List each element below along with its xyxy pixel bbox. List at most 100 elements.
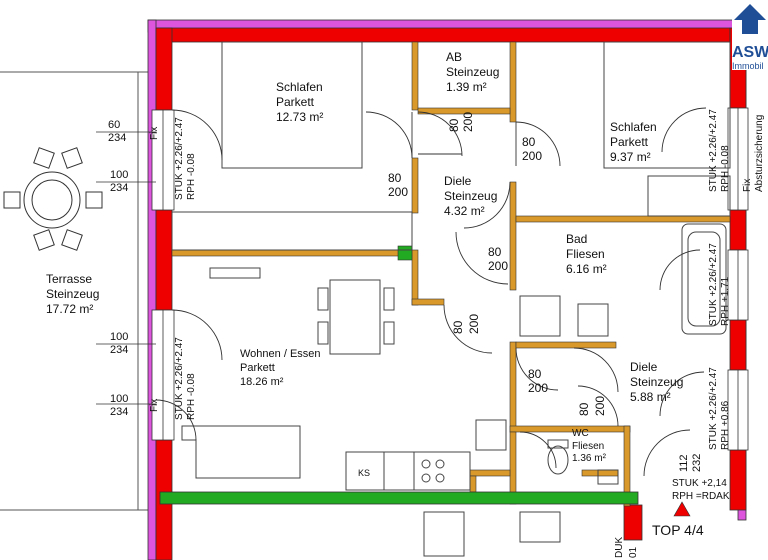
room-area: 5.88 m² xyxy=(630,390,671,404)
fix-label-2: Fix xyxy=(149,398,160,412)
room-floor: Steinzeug xyxy=(444,189,498,203)
door-height: 200 xyxy=(388,185,409,199)
door-dim-1: 80 200 xyxy=(388,172,408,198)
windows xyxy=(151,107,749,451)
window-height: 234 xyxy=(110,182,129,194)
logo-text: ASW xyxy=(732,44,768,61)
window-width: 100 xyxy=(110,169,129,181)
room-floor: Steinzeug xyxy=(630,375,684,389)
door-height: 200 xyxy=(488,259,509,273)
window-width: 100 xyxy=(110,393,129,405)
absturzsicherung-label: Absturzsicherung xyxy=(754,114,765,192)
stuk-note-1: STUK +2.26/+2.47 RPH -0.08 xyxy=(174,117,197,200)
room-name: AB xyxy=(446,50,463,64)
room-floor: Steinzeug xyxy=(46,287,100,301)
stuk-note-3: STUK +2.26/+2.47 RPH -0.08 xyxy=(708,109,731,192)
window-dim-4: 100 234 xyxy=(110,394,128,418)
room-area: 17.72 m² xyxy=(46,302,94,316)
door-width: 80 xyxy=(488,245,502,259)
door-height: 200 xyxy=(528,381,549,395)
room-ab: AB Steinzeug 1.39 m² xyxy=(446,50,499,95)
door-width: 80 xyxy=(577,402,591,416)
unit-label: TOP 4/4 xyxy=(652,522,704,538)
outer-insulation xyxy=(147,19,747,560)
stuk-value: STUK +2.26/+2.47 xyxy=(708,243,719,326)
door-height: 200 xyxy=(522,149,543,163)
room-name: Schlafen xyxy=(610,120,657,134)
door-dim-7b: 200 xyxy=(593,396,608,416)
house-logo-icon xyxy=(734,4,766,34)
fix-label-3: Fix xyxy=(742,178,753,192)
door-width: 112 xyxy=(678,454,690,472)
window-dim-3: 100 234 xyxy=(110,332,128,356)
shaft-marker xyxy=(397,245,413,261)
window-dim-2: 100 234 xyxy=(110,170,128,194)
door-dim-5: 80 xyxy=(447,119,462,132)
room-diele-1: Diele Steinzeug 4.32 m² xyxy=(444,174,497,219)
entrance-note: STUK +2,14 RPH =RDAK xyxy=(672,478,730,503)
door-width: 80 xyxy=(388,171,402,185)
stuk-note-4: STUK +2.26/+2.47 RPH +1.71 xyxy=(708,243,731,326)
room-diele-2: Diele Steinzeug 5.88 m² xyxy=(630,360,683,405)
room-area: 4.32 m² xyxy=(444,204,485,218)
window-height: 234 xyxy=(110,406,129,418)
room-floor: Parkett xyxy=(610,135,649,149)
door-dim-7: 80 xyxy=(577,402,592,416)
fix-label-1: Fix xyxy=(149,126,160,140)
window-height: 234 xyxy=(110,344,129,356)
room-schlafen-2: Schlafen Parkett 9.37 m² xyxy=(610,120,657,165)
door-width: 80 xyxy=(522,135,536,149)
fridge-label: KS xyxy=(358,468,371,478)
door-dim-6b: 200 xyxy=(467,313,482,334)
room-name: Schlafen xyxy=(276,80,323,94)
bathroom-fixtures xyxy=(423,223,727,557)
window-width: 60 xyxy=(108,119,121,131)
room-name: Wohnen / Essen xyxy=(240,348,321,360)
stuk-value: STUK +2,14 xyxy=(672,478,727,489)
room-wohnen: Wohnen / Essen Parkett 18.26 m² xyxy=(240,348,321,389)
entrance-arrow-icon xyxy=(673,501,691,517)
room-floor: Fliesen xyxy=(566,247,605,261)
door-dim-5b: 200 xyxy=(461,111,476,132)
room-name: Diele xyxy=(444,174,472,188)
stuk-note-2: STUK +2.26/+2.47 RPH -0.08 xyxy=(174,337,197,420)
room-name: Diele xyxy=(630,360,658,374)
garden-table xyxy=(3,147,103,251)
rph-value: RPH +1.71 xyxy=(719,276,731,326)
room-floor: Fliesen xyxy=(572,440,605,452)
room-floor: Parkett xyxy=(240,361,275,374)
room-wc: WC Fliesen 1.36 m² xyxy=(572,428,606,466)
company-logo: ASW Immobil xyxy=(732,0,768,71)
terrace-outline xyxy=(0,71,148,511)
room-name: Bad xyxy=(566,232,588,246)
duk-label: DUK xyxy=(614,536,625,558)
balcony-edge xyxy=(159,491,639,505)
door-width: 80 xyxy=(528,367,542,381)
window-width: 100 xyxy=(110,331,129,343)
room-area: 9.37 m² xyxy=(610,150,651,164)
door-dim-3: 80 200 xyxy=(488,246,508,272)
stuk-value: STUK +2.26/+2.47 xyxy=(708,109,719,192)
door-swings xyxy=(155,107,707,477)
rph-value: RPH =RDAK xyxy=(672,490,730,502)
door-width: 80 xyxy=(451,320,465,334)
interior-walls xyxy=(171,41,731,507)
room-name: WC xyxy=(572,428,589,439)
stuk-note-5: STUK +2.26/+2.47 RPH +0.86 xyxy=(708,367,731,450)
room-area: 12.73 m² xyxy=(276,110,324,124)
door-height: 200 xyxy=(467,313,481,334)
room-floor: Steinzeug xyxy=(446,65,500,79)
dining-table xyxy=(209,267,395,355)
sofa xyxy=(181,425,301,479)
window-leaders xyxy=(96,131,156,405)
window-height: 234 xyxy=(108,132,127,144)
rph-value: RPH -0.08 xyxy=(719,145,731,192)
door-height: 232 xyxy=(690,453,703,472)
rph-value: RPH -0.08 xyxy=(185,153,197,200)
stuk-value: STUK +2.26/+2.47 xyxy=(174,337,185,420)
door-height: 200 xyxy=(461,111,475,132)
kitchen xyxy=(345,419,507,491)
rph-value: RPH +0.86 xyxy=(719,400,731,450)
beds xyxy=(221,41,731,169)
